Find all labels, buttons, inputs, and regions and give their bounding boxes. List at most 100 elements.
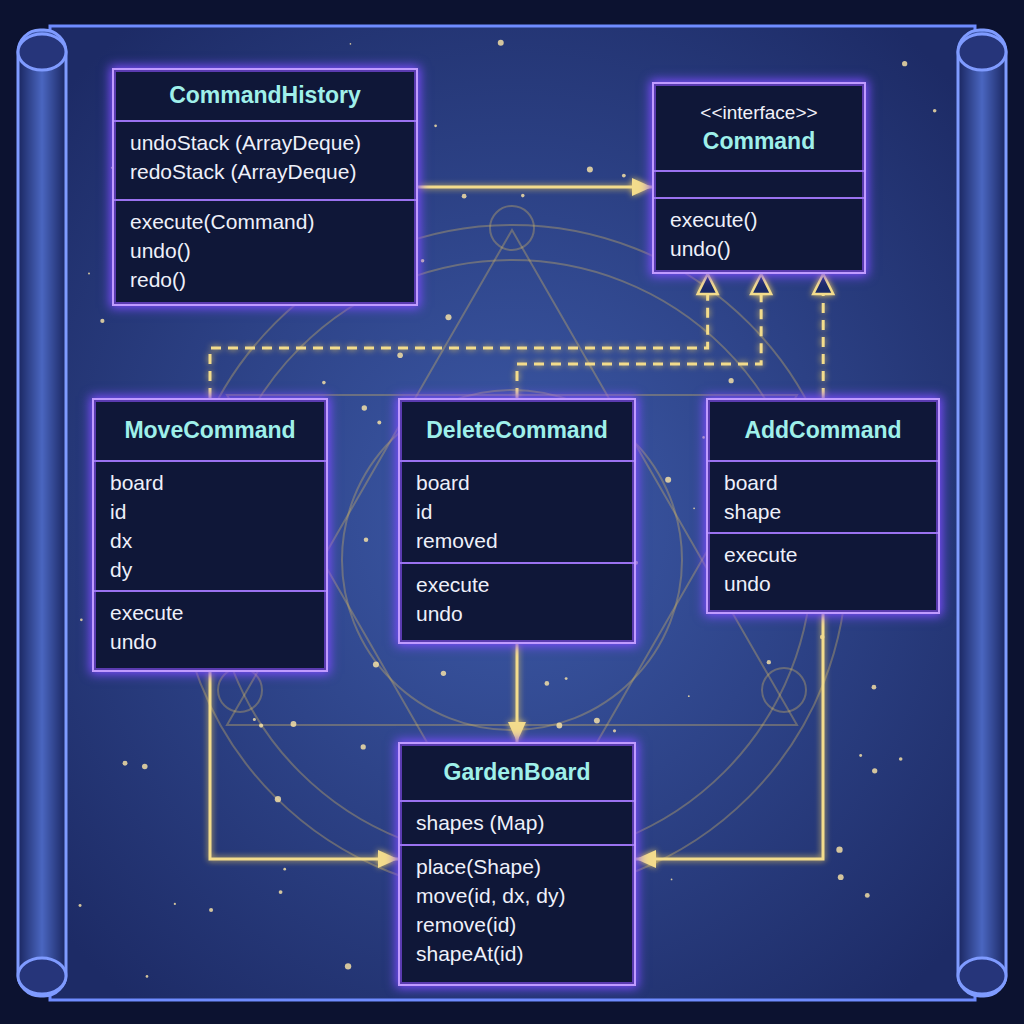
star: [279, 890, 283, 894]
class-box: GardenBoardshapes (Map)place(Shape)move(…: [398, 742, 636, 986]
star: [283, 868, 286, 871]
class-name: DeleteCommand: [416, 416, 618, 445]
star: [253, 718, 256, 721]
star: [322, 381, 326, 385]
member-text: dy: [110, 555, 310, 584]
member-text: undo: [110, 627, 310, 656]
star: [373, 662, 379, 668]
member-text: shapeAt(id): [416, 939, 618, 968]
roll-end: [958, 34, 1006, 70]
star: [729, 378, 734, 383]
member-text: board: [724, 468, 922, 497]
star: [702, 436, 705, 439]
association-arrow: [418, 186, 652, 189]
star: [693, 507, 695, 509]
roll-end: [18, 958, 66, 994]
star: [275, 796, 281, 802]
member-text: undo: [724, 569, 922, 598]
star: [556, 723, 562, 729]
scroll-sheet: [50, 26, 975, 1000]
star: [899, 757, 903, 761]
member-text: redo(): [130, 265, 400, 294]
star: [836, 847, 842, 853]
method-compartment: execute()undo(): [654, 197, 864, 272]
class-name: Command: [670, 127, 848, 156]
star: [838, 874, 844, 880]
method-compartment: execute(Command)undo()redo(): [114, 199, 416, 304]
star: [872, 685, 877, 690]
circle-ring: [342, 390, 682, 730]
star: [441, 671, 446, 676]
star: [291, 721, 297, 727]
class-header: DeleteCommand: [400, 400, 634, 460]
star: [902, 61, 907, 66]
member-text: removed: [416, 526, 618, 555]
member-text: execute(): [670, 205, 848, 234]
member-text: execute: [416, 570, 618, 599]
member-text: undo(): [130, 236, 400, 265]
star: [434, 125, 437, 128]
star: [142, 764, 148, 770]
class-header: GardenBoard: [400, 744, 634, 800]
star: [859, 754, 862, 757]
attribute-compartment: [654, 170, 864, 197]
member-text: board: [416, 468, 618, 497]
member-text: execute: [110, 598, 310, 627]
member-text: dx: [110, 526, 310, 555]
star: [100, 319, 104, 323]
member-text: place(Shape): [416, 852, 618, 881]
class-name: CommandHistory: [130, 81, 400, 110]
star: [688, 695, 690, 697]
member-text: redoStack (ArrayDeque): [130, 157, 400, 186]
member-text: board: [110, 468, 310, 497]
star: [146, 975, 149, 978]
member-text: undo: [416, 599, 618, 628]
star: [362, 405, 367, 410]
star: [613, 729, 616, 732]
class-header: CommandHistory: [114, 70, 416, 120]
class-box: MoveCommandboardiddxdyexecuteundo: [92, 398, 328, 672]
member-text: id: [416, 497, 618, 526]
star: [361, 744, 366, 749]
method-compartment: executeundo: [400, 562, 634, 642]
star: [259, 724, 263, 728]
class-name: MoveCommand: [110, 416, 310, 445]
class-header: AddCommand: [708, 400, 938, 460]
circle-glyph: [218, 668, 262, 712]
class-box: DeleteCommandboardidremovedexecuteundo: [398, 398, 636, 644]
realization-line: [822, 274, 825, 398]
association-arrow: [636, 614, 823, 859]
star: [622, 174, 626, 178]
member-text: execute: [724, 540, 922, 569]
attribute-compartment: boardiddxdy: [94, 460, 326, 590]
star: [88, 272, 90, 274]
star: [521, 194, 525, 198]
star: [350, 43, 352, 45]
class-name: GardenBoard: [416, 758, 618, 787]
star: [565, 677, 568, 680]
star: [364, 537, 369, 542]
star: [933, 109, 937, 113]
star: [594, 718, 600, 724]
star: [545, 681, 550, 686]
member-text: id: [110, 497, 310, 526]
class-name: AddCommand: [724, 416, 922, 445]
association-arrow: [516, 644, 519, 742]
attribute-compartment: shapes (Map): [400, 800, 634, 844]
star: [587, 167, 593, 173]
star: [498, 40, 504, 46]
method-compartment: executeundo: [94, 590, 326, 670]
association-arrow: [210, 672, 398, 859]
star: [665, 477, 671, 483]
star: [377, 421, 381, 425]
attribute-compartment: boardidremoved: [400, 460, 634, 562]
star: [80, 618, 83, 621]
circle-glyph: [762, 668, 806, 712]
member-text: execute(Command): [130, 207, 400, 236]
member-text: shape: [724, 497, 922, 526]
star: [79, 904, 82, 907]
scroll-roll-right: [958, 30, 1006, 996]
star: [397, 352, 403, 358]
method-compartment: executeundo: [708, 532, 938, 612]
